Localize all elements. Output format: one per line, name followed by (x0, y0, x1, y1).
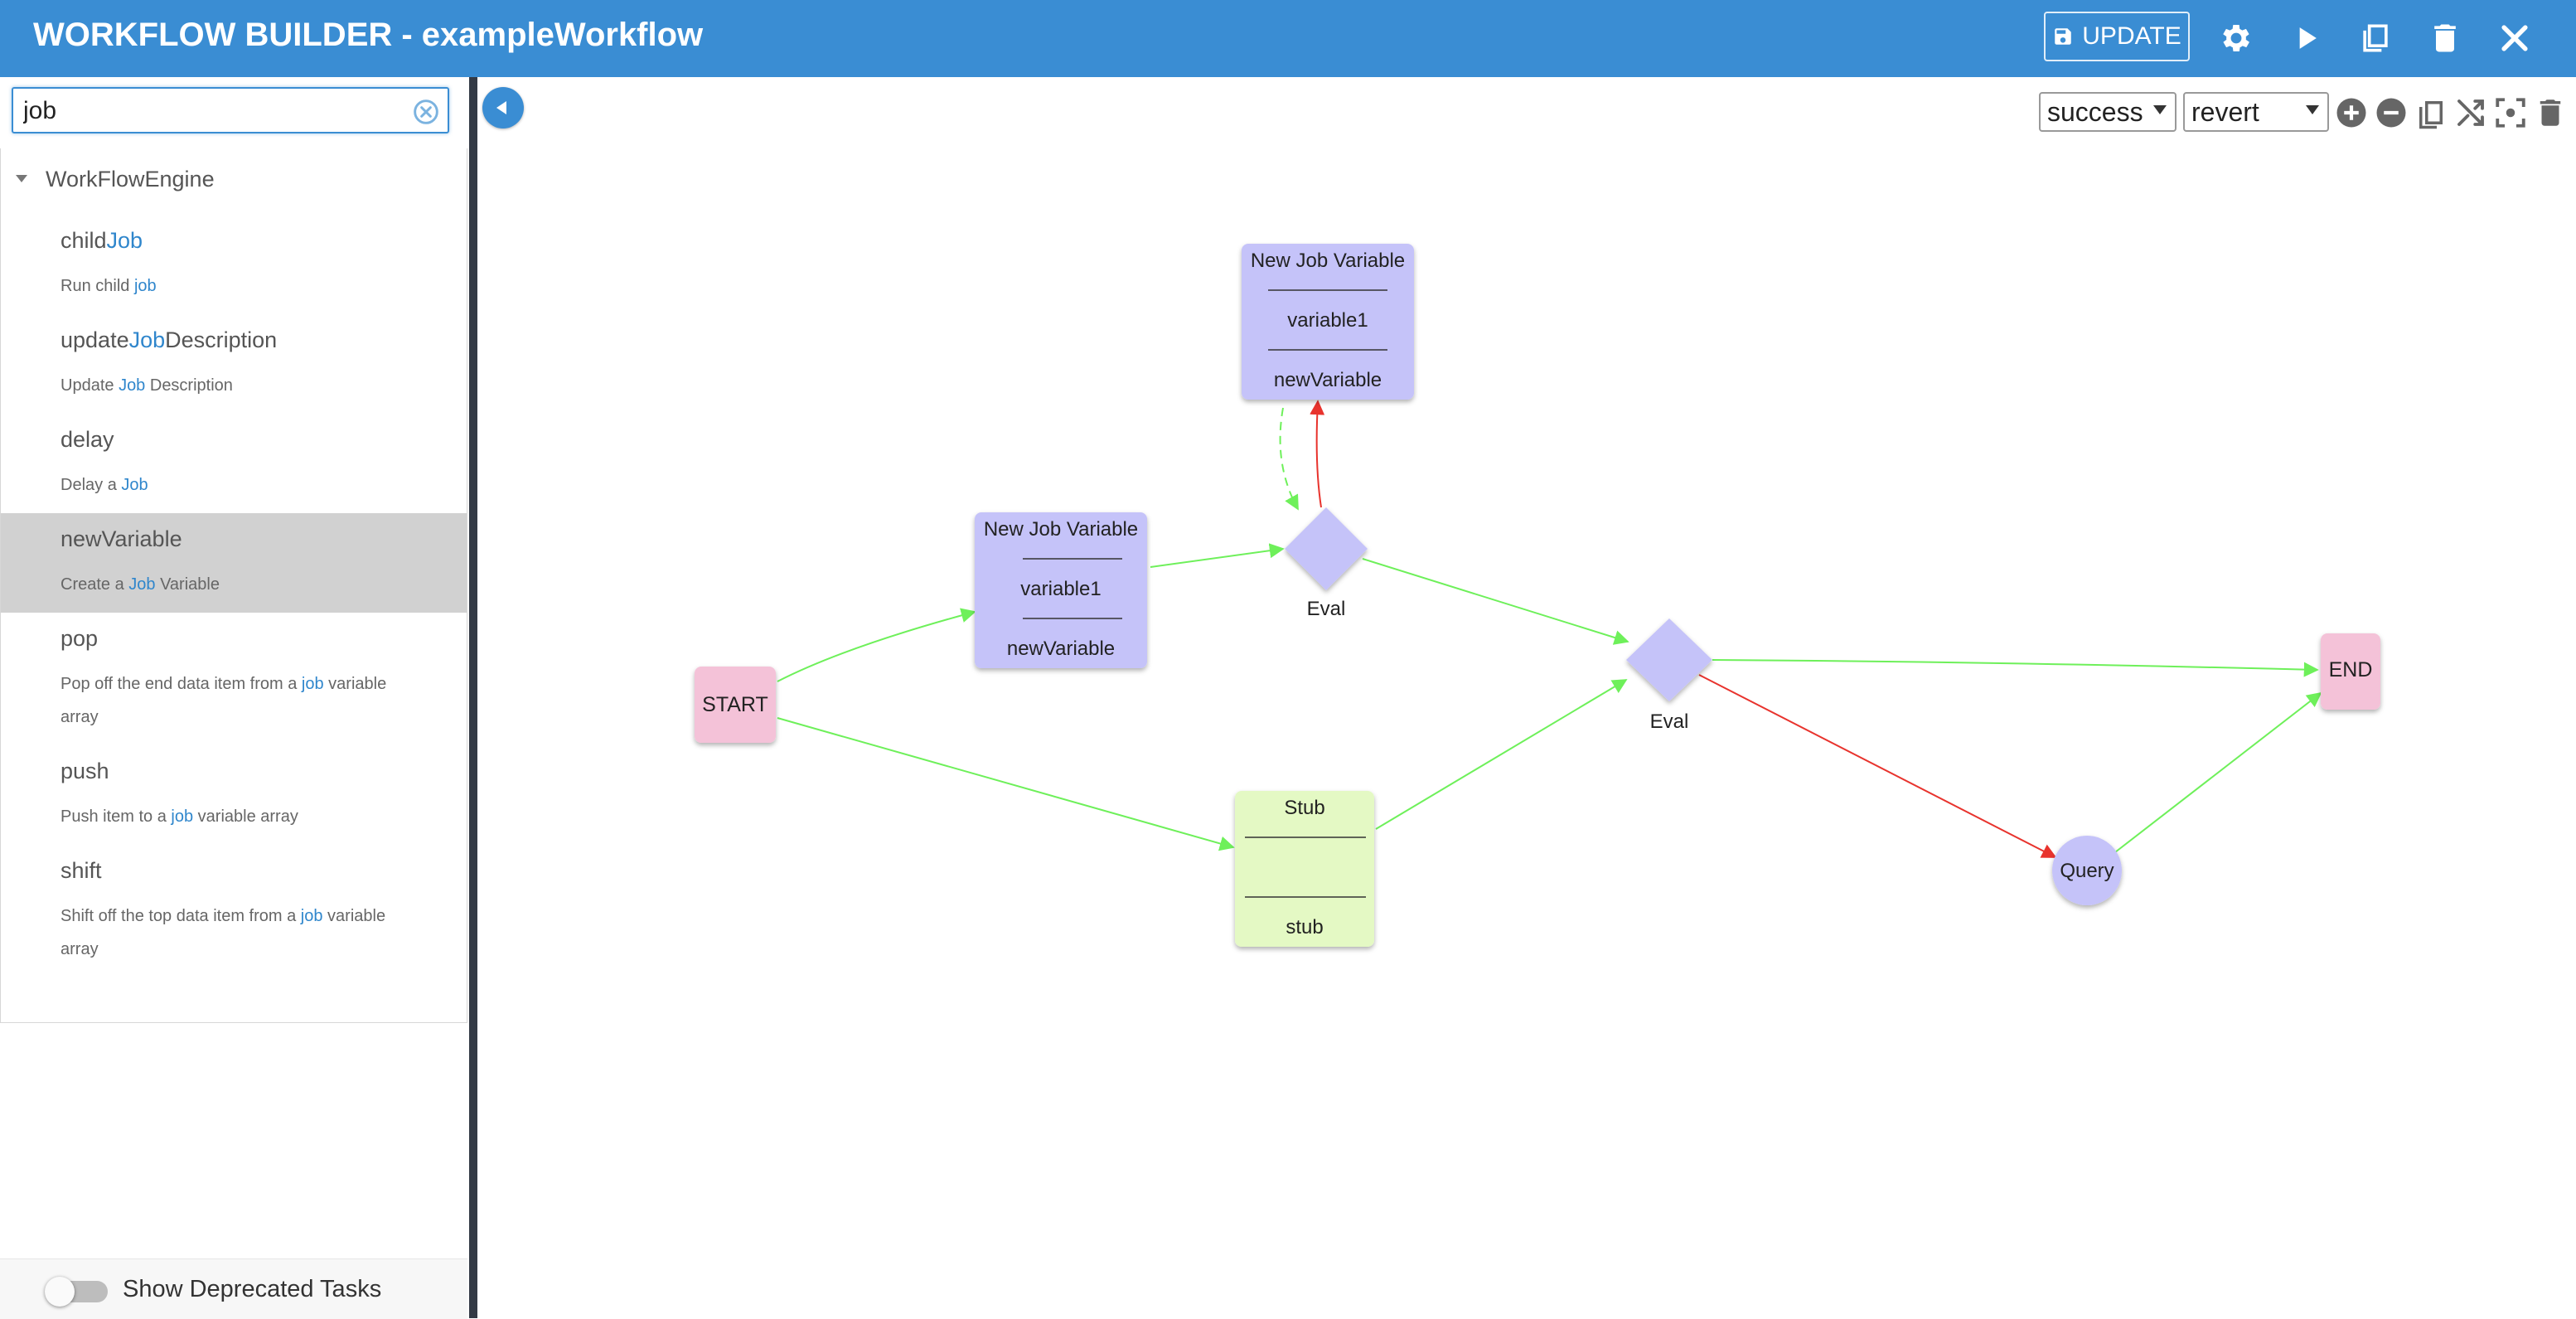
task-name: shift (61, 858, 102, 883)
sidebar-footer: Show Deprecated Tasks (0, 1258, 467, 1319)
task-item-updatejobdescription[interactable]: updateJobDescription Update Job Descript… (1, 314, 467, 414)
transition-eval2-end[interactable] (1712, 659, 2319, 677)
query-node[interactable]: Query (2052, 836, 2122, 905)
collapse-sidebar-button[interactable] (482, 87, 524, 129)
transition-start-newjobvariable[interactable] (777, 608, 976, 682)
transition-eval1-newjobvariable-top[interactable] (1310, 400, 1325, 508)
node-variable: variable1 (1020, 578, 1101, 600)
task-description: Run child job (61, 277, 157, 295)
page-title: WORKFLOW BUILDER - exampleWorkflow (33, 17, 704, 53)
end-label: END (2329, 658, 2373, 681)
transition-eval1-eval2[interactable] (1362, 558, 1629, 645)
trash-icon[interactable] (2427, 20, 2463, 56)
node-task: newVariable (1274, 369, 1382, 391)
search-input[interactable] (22, 94, 398, 129)
task-description: Push item to a job variable array (61, 807, 298, 826)
task-item-delay[interactable]: delay Delay a Job (1, 414, 467, 513)
task-item-shift[interactable]: shift Shift off the top data item from a… (1, 845, 467, 977)
copy-icon[interactable] (2414, 95, 2448, 130)
close-icon[interactable] (2496, 20, 2533, 56)
caret-down-icon (16, 175, 27, 182)
chevron-down-icon (2306, 105, 2319, 114)
task-item-pop[interactable]: pop Pop off the end data item from a job… (1, 613, 467, 745)
update-label: UPDATE (2082, 22, 2181, 50)
task-description: Create a Job Variable (61, 575, 220, 594)
start-label: START (702, 693, 768, 716)
task-description: Update Job Description (61, 376, 233, 395)
node-variable: variable1 (1287, 309, 1368, 332)
search-box (12, 87, 449, 133)
play-icon[interactable] (2288, 20, 2324, 56)
task-description: Delay a Job (61, 476, 148, 494)
task-group-workflowengine[interactable]: WorkFlowEngine (1, 148, 467, 215)
query-label: Query (2060, 860, 2114, 882)
zoom-in-icon[interactable] (2334, 95, 2369, 130)
new-job-variable-node-top[interactable]: New Job Variable variable1 newVariable (1242, 244, 1414, 400)
task-list-panel: WorkFlowEngine childJob Run child job up… (0, 148, 467, 1023)
eval-node-2[interactable]: Eval (1626, 618, 1712, 733)
eval-node-1[interactable]: Eval (1285, 507, 1368, 620)
task-name: childJob (61, 228, 143, 253)
node-title: Stub (1284, 797, 1324, 819)
transition-start-stub[interactable] (777, 717, 1235, 851)
eval-label: Eval (1307, 598, 1346, 620)
node-task: newVariable (1007, 638, 1115, 660)
fit-screen-icon[interactable] (2493, 95, 2528, 130)
task-description: Shift off the top data item from a job v… (61, 907, 386, 958)
deprecated-tasks-toggle[interactable] (45, 1277, 108, 1307)
task-name: pop (61, 626, 99, 651)
task-item-push[interactable]: push Push item to a job variable array (1, 745, 467, 845)
deprecated-tasks-label: Show Deprecated Tasks (123, 1276, 382, 1302)
copy-icon[interactable] (2357, 20, 2394, 56)
task-name: push (61, 759, 109, 783)
zoom-out-icon[interactable] (2374, 95, 2409, 130)
node-title: New Job Variable (1251, 250, 1405, 272)
transition-newjobvariable-eval1[interactable] (1150, 543, 1285, 568)
chevron-down-icon (2153, 105, 2167, 114)
task-item-newvariable[interactable]: newVariable Create a Job Variable (1, 513, 467, 613)
task-name: delay (61, 427, 114, 452)
transition-newjobvariable-top-eval1[interactable] (1279, 407, 1299, 511)
task-group-label: WorkFlowEngine (46, 167, 215, 192)
task-name: newVariable (61, 526, 182, 551)
workflow-canvas[interactable]: success revert (477, 77, 2576, 1318)
transition-type-select[interactable]: revert (2183, 92, 2329, 132)
start-node[interactable]: START (695, 667, 776, 743)
new-job-variable-node[interactable]: New Job Variable variable1 newVariable (975, 512, 1147, 668)
node-title: New Job Variable (984, 518, 1138, 541)
task-item-childjob[interactable]: childJob Run child job (1, 215, 467, 314)
stub-node[interactable]: Stub stub (1235, 791, 1374, 947)
transition-status-select[interactable]: success (2039, 92, 2177, 132)
transition-eval2-query[interactable] (1698, 674, 2057, 858)
save-icon (2055, 28, 2072, 45)
end-node[interactable]: END (2321, 633, 2380, 710)
task-description: Pop off the end data item from a job var… (61, 675, 387, 726)
node-task: stub (1286, 916, 1323, 938)
eval-label: Eval (1650, 710, 1689, 733)
toggle-thumb[interactable] (45, 1277, 75, 1307)
trash-icon[interactable] (2533, 95, 2568, 130)
task-name: updateJobDescription (61, 327, 278, 352)
update-button[interactable]: UPDATE (2044, 12, 2190, 61)
clear-search-icon[interactable] (413, 99, 439, 125)
app-header: WORKFLOW BUILDER - exampleWorkflow UPDAT… (0, 0, 2576, 77)
shuffle-icon[interactable] (2453, 95, 2488, 130)
transition-query-end[interactable] (2114, 691, 2322, 853)
transition-stub-eval2[interactable] (1375, 679, 1628, 830)
sidebar-resize-handle[interactable] (469, 77, 477, 1318)
workflow-graph[interactable]: START New Job Variable variable1 newVari… (477, 77, 2576, 1318)
gear-icon[interactable] (2218, 20, 2254, 56)
task-sidebar: WorkFlowEngine childJob Run child job up… (0, 77, 469, 1319)
